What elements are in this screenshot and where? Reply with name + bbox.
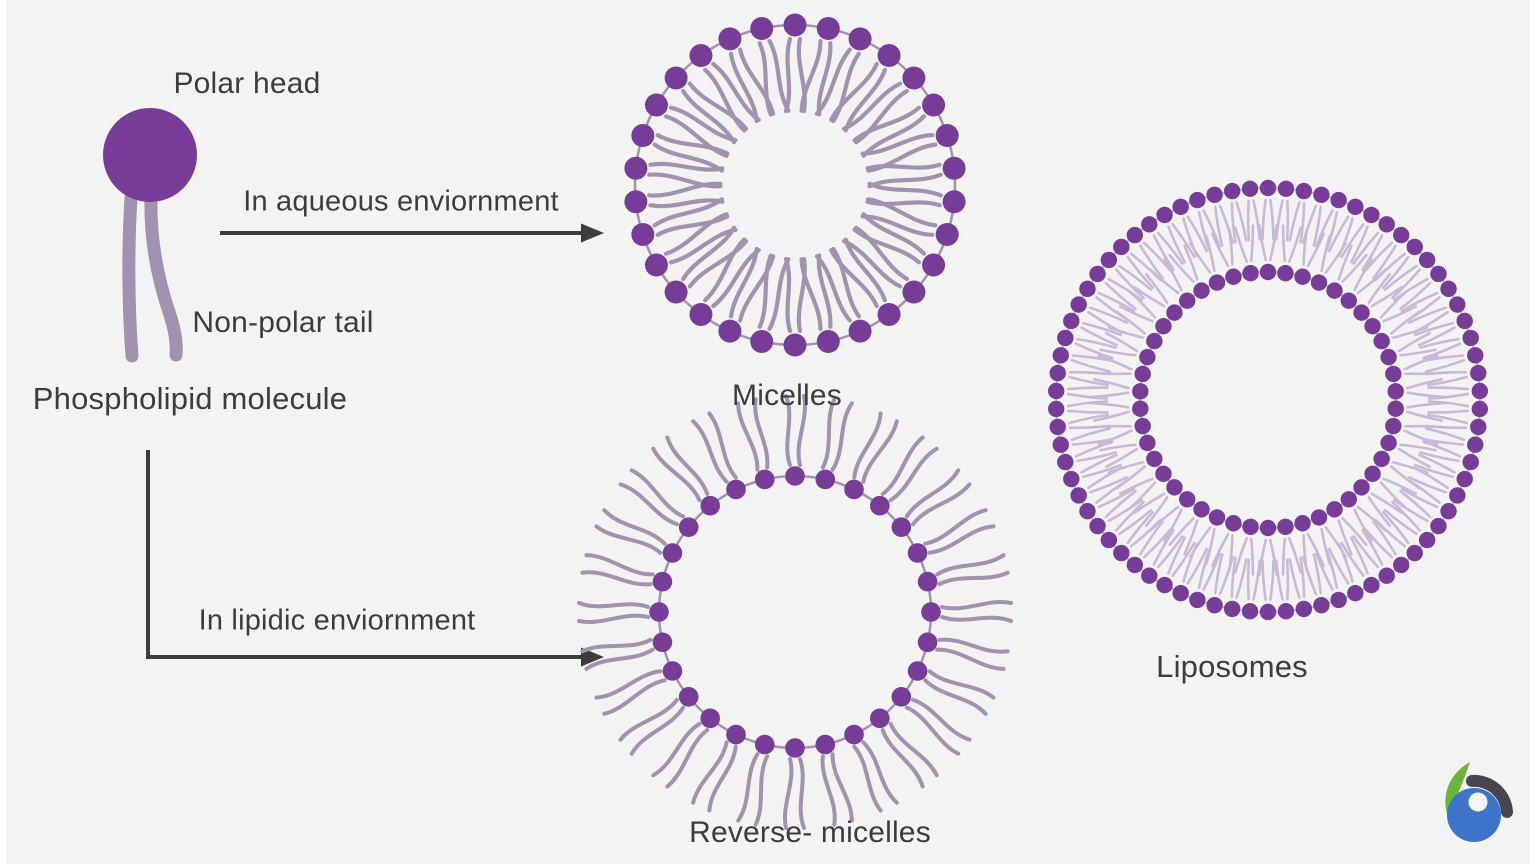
reverse-micelle-figure [577,394,1013,830]
lipidic-environment-arrow-label: In lipidic enviornment [198,604,476,637]
aqueous-environment-arrow [220,223,604,243]
micelles-label: Micelles [732,379,842,412]
phospholipid-molecule-figure [103,108,197,363]
phospholipid-molecule-label: Phospholipid molecule [32,381,348,416]
liposome-figure [1047,179,1489,621]
lipidic-environment-arrow [146,450,604,667]
polar-head-label: Polar head [173,67,321,100]
micelle-figure [624,13,966,357]
liposomes-label: Liposomes [1156,649,1308,684]
brand-logo-icon [1445,762,1513,842]
aqueous-environment-arrow-label: In aqueous enviornment [243,185,559,218]
non-polar-tail-label: Non-polar tail [192,306,374,339]
diagram-background [6,0,1530,864]
reverse-micelles-label: Reverse- micelles [689,816,931,849]
